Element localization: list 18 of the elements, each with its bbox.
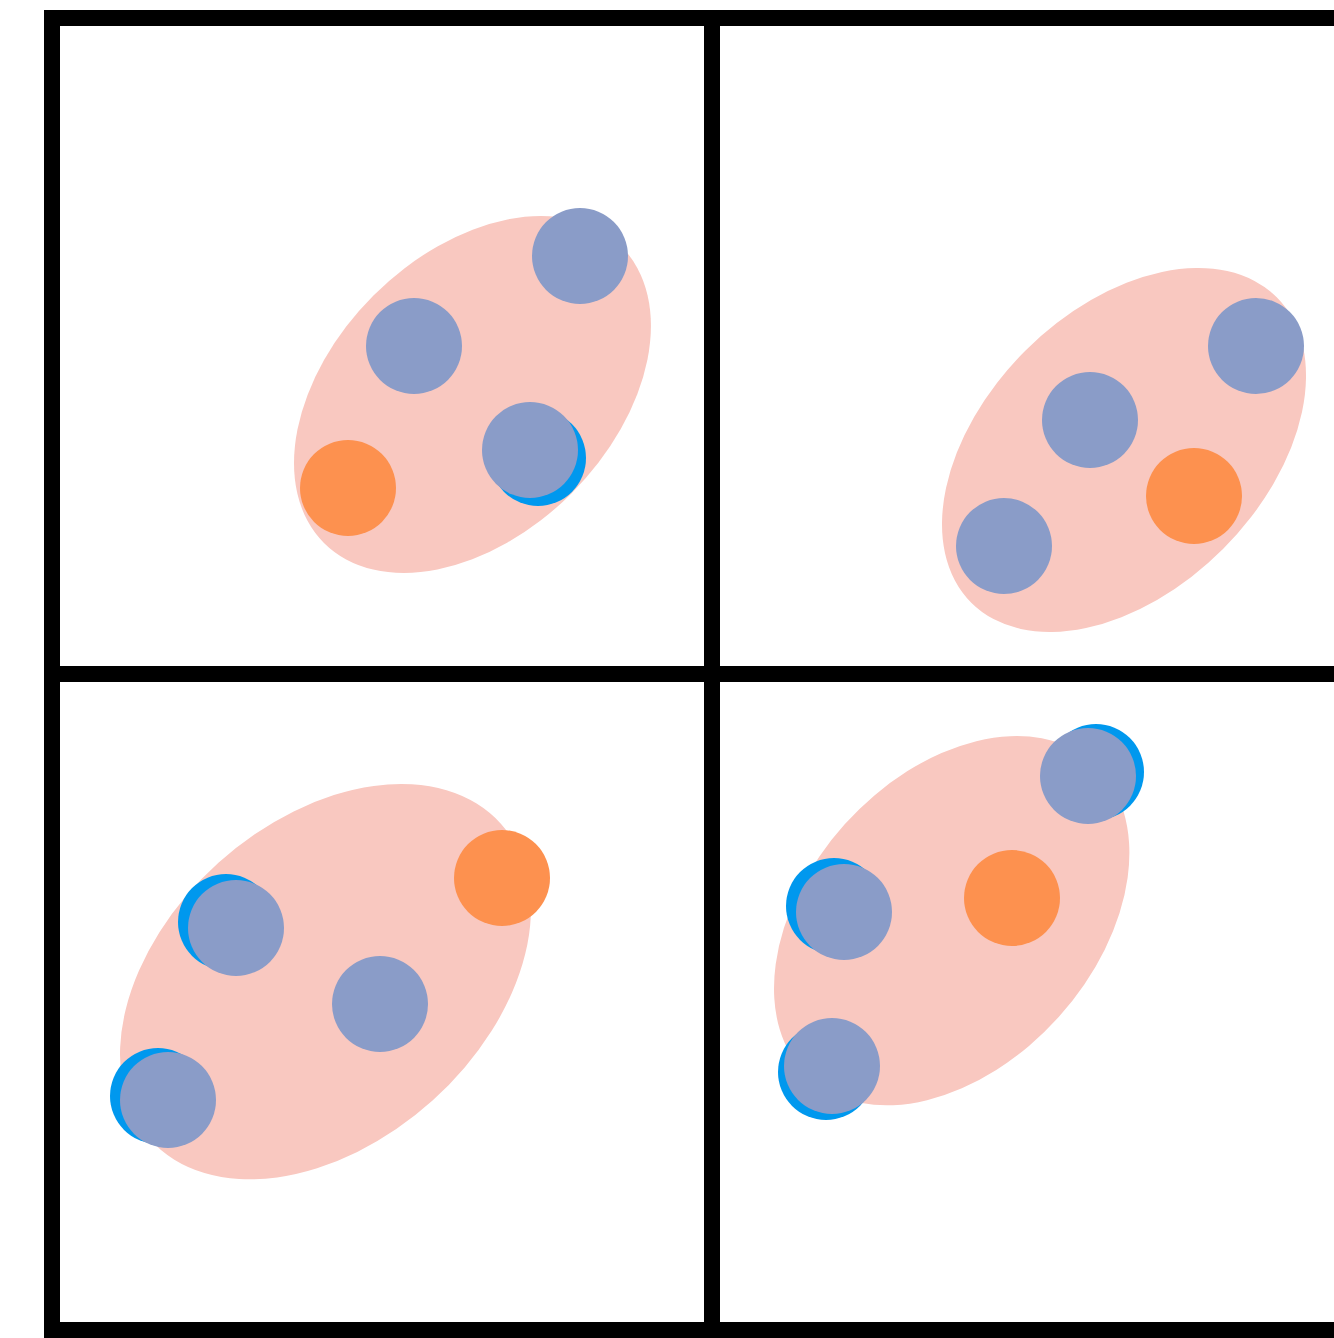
circle xyxy=(1040,724,1144,824)
circle xyxy=(177,873,284,976)
circle xyxy=(963,849,1060,946)
circle xyxy=(1145,447,1242,544)
circle xyxy=(532,208,628,304)
ellipse xyxy=(941,267,1306,632)
circle xyxy=(1041,371,1138,468)
circle xyxy=(365,297,462,394)
circle xyxy=(299,439,396,536)
circle xyxy=(331,955,428,1052)
circle xyxy=(785,857,892,960)
circle xyxy=(778,1018,880,1120)
circle xyxy=(454,830,550,926)
circle xyxy=(481,401,586,506)
circle xyxy=(110,1048,216,1148)
circle xyxy=(955,497,1052,594)
circle xyxy=(1207,297,1304,394)
ellipse xyxy=(293,215,651,573)
